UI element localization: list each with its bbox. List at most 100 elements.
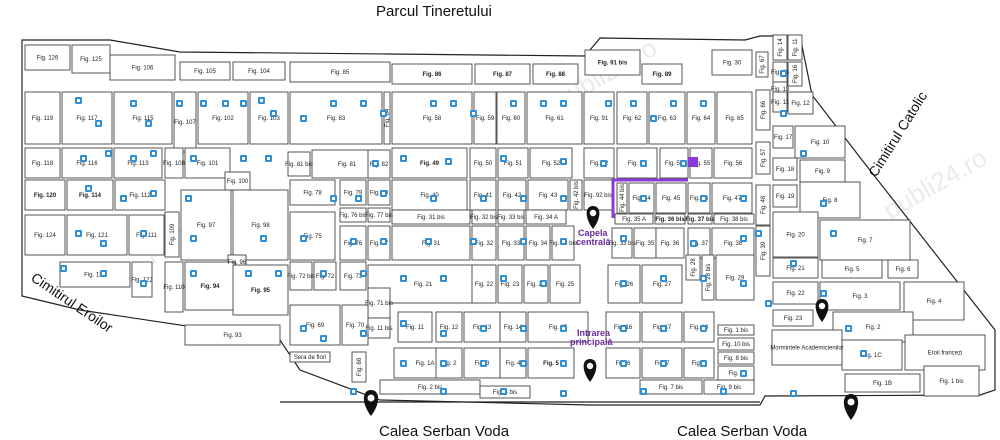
plot-119[interactable]: [435, 311, 463, 343]
plot-100[interactable]: [289, 261, 313, 291]
plot-76[interactable]: [497, 209, 525, 225]
plot-51[interactable]: [289, 179, 336, 206]
plot-153[interactable]: [772, 157, 798, 181]
plot-38[interactable]: [391, 147, 468, 179]
plot-58[interactable]: [569, 179, 583, 211]
plot-81[interactable]: [713, 213, 755, 225]
plot-161[interactable]: [821, 259, 883, 279]
plot-87[interactable]: [497, 225, 525, 261]
plot-115[interactable]: [289, 304, 341, 346]
plot-173[interactable]: [717, 324, 755, 336]
plot-105[interactable]: [497, 264, 523, 304]
plot-144[interactable]: [787, 34, 803, 61]
plot-30[interactable]: [24, 147, 61, 179]
capela-pin[interactable]: [586, 206, 600, 229]
catholic-pin[interactable]: [815, 299, 829, 322]
plot-125[interactable]: [683, 311, 715, 343]
plot-13[interactable]: [24, 91, 61, 145]
plot-82[interactable]: [289, 211, 336, 261]
plot-141[interactable]: [755, 51, 769, 78]
plot-75[interactable]: [471, 209, 497, 225]
plot-71[interactable]: [232, 189, 289, 261]
plot-174[interactable]: [717, 337, 755, 351]
plot-7[interactable]: [391, 63, 473, 85]
plot-127[interactable]: [289, 351, 331, 363]
plot-5[interactable]: [232, 61, 286, 81]
plot-79[interactable]: [654, 213, 686, 225]
plot-155[interactable]: [772, 184, 798, 208]
plot-65[interactable]: [755, 184, 771, 226]
plot-147[interactable]: [787, 61, 803, 87]
plot-59[interactable]: [583, 179, 613, 211]
plot-69[interactable]: [164, 211, 180, 258]
plot-165[interactable]: [903, 281, 965, 321]
plot-8[interactable]: [474, 63, 531, 85]
plot-104[interactable]: [471, 264, 497, 304]
west-entrance-pin[interactable]: [363, 390, 379, 416]
plot-157[interactable]: [755, 225, 771, 277]
plot-22[interactable]: [473, 91, 497, 145]
plot-53[interactable]: [367, 179, 391, 206]
plot-39[interactable]: [469, 147, 497, 179]
plot-40[interactable]: [497, 147, 529, 179]
plot-42[interactable]: [583, 147, 615, 179]
plot-29[interactable]: [716, 91, 753, 145]
plot-48[interactable]: [66, 179, 114, 211]
plot-142[interactable]: [755, 89, 771, 131]
plot-47[interactable]: [24, 179, 66, 211]
plot-14[interactable]: [61, 91, 113, 145]
plot-175[interactable]: [717, 351, 755, 365]
plot-92[interactable]: [655, 227, 685, 259]
plot-97[interactable]: [164, 261, 184, 313]
plot-163[interactable]: [772, 281, 819, 305]
plot-62[interactable]: [655, 182, 687, 214]
plot-2[interactable]: [71, 44, 111, 74]
plot-4[interactable]: [179, 61, 231, 81]
plot-169[interactable]: [841, 339, 903, 371]
plot-172[interactable]: [923, 365, 980, 397]
plot-117[interactable]: [367, 317, 391, 339]
plot-54[interactable]: [391, 179, 468, 211]
plot-164[interactable]: [819, 281, 901, 311]
plot-159[interactable]: [819, 219, 911, 261]
plot-84[interactable]: [367, 225, 391, 261]
plot-66[interactable]: [24, 214, 66, 256]
plot-15[interactable]: [113, 91, 173, 145]
east-entrance-pin[interactable]: [843, 394, 859, 420]
plot-118[interactable]: [397, 311, 433, 343]
plot-158[interactable]: [772, 211, 819, 258]
plot-160[interactable]: [772, 257, 819, 279]
plot-95[interactable]: [59, 261, 131, 288]
plot-3[interactable]: [109, 54, 176, 81]
plot-24[interactable]: [526, 91, 583, 145]
plot-94[interactable]: [711, 227, 755, 259]
plot-128[interactable]: [351, 351, 367, 383]
plot-6[interactable]: [289, 61, 391, 83]
plot-80[interactable]: [687, 213, 713, 225]
plot-35[interactable]: [287, 151, 311, 177]
plot-33[interactable]: [164, 147, 184, 179]
plot-162[interactable]: [887, 259, 919, 279]
plot-9[interactable]: [532, 63, 579, 85]
plot-110[interactable]: [685, 254, 701, 281]
plot-10[interactable]: [584, 49, 641, 76]
plot-151[interactable]: [772, 125, 794, 149]
intrare-pin[interactable]: [583, 359, 597, 382]
plot-11[interactable]: [641, 63, 683, 85]
plot-96[interactable]: [131, 261, 153, 298]
plot-46[interactable]: [713, 147, 753, 179]
plot-136[interactable]: [683, 347, 715, 379]
plot-123[interactable]: [605, 311, 641, 343]
plot-77[interactable]: [525, 209, 567, 225]
plot-12[interactable]: [711, 49, 753, 76]
plot-72[interactable]: [339, 207, 367, 223]
plot-34[interactable]: [184, 147, 231, 179]
plot-143[interactable]: [772, 34, 788, 61]
plot-90[interactable]: [611, 227, 633, 259]
plot-20[interactable]: [383, 91, 391, 145]
plot-78[interactable]: [614, 213, 654, 225]
plot-18[interactable]: [249, 91, 289, 145]
plot-1[interactable]: [24, 44, 71, 71]
plot-171[interactable]: [844, 373, 921, 393]
plot-63[interactable]: [687, 182, 711, 214]
